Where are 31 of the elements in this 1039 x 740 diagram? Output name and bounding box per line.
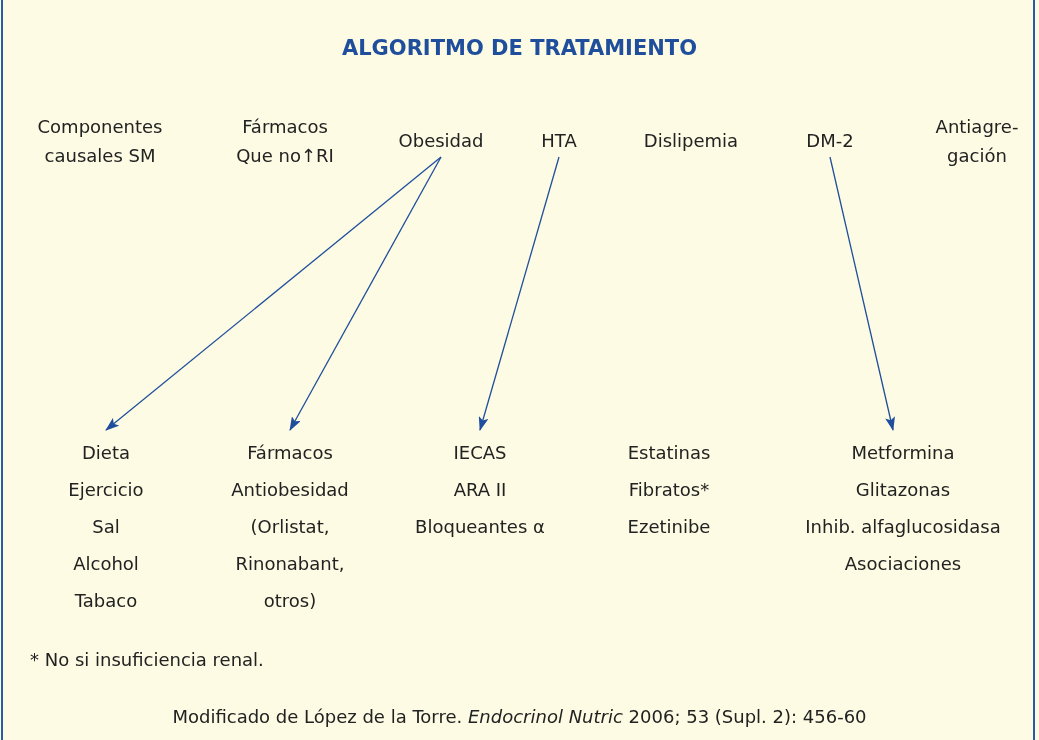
list-item: ARA II: [452, 478, 508, 502]
footnote: * No si insuficiencia renal.: [30, 648, 264, 672]
list-item: IECAS: [452, 441, 508, 465]
list-item: Fármacos Antiobesidad: [230, 441, 350, 502]
title: ALGORITMO DE TRATAMIENTO: [340, 35, 699, 62]
list-item: Fibratos*: [627, 478, 711, 502]
list-item: Glitazonas: [854, 478, 952, 502]
node-label: Fármacos Que no↑RI: [225, 112, 345, 170]
arrow: [289, 156, 442, 431]
list-item: Bloqueantes α: [415, 515, 545, 539]
node-label: Obesidad: [398, 126, 484, 155]
list-item: Inhib. alfaglucosidasa: [805, 515, 1001, 539]
arrow: [478, 156, 560, 431]
list-item: Estatinas: [627, 441, 711, 465]
node-label: Dislipemia: [643, 126, 739, 155]
node-label: Componentes causales SM: [25, 112, 175, 170]
list-item: Ezetinibe: [627, 515, 711, 539]
arrow: [105, 156, 442, 431]
list-item: Alcohol: [72, 552, 140, 576]
list-item: Dieta: [81, 441, 131, 465]
list-item: Asociaciones: [843, 552, 963, 576]
node-label: HTA: [541, 126, 577, 155]
node-label: DM-2: [806, 126, 854, 155]
caption: Modificado de López de la Torre. Endocrinol Nutric 2006; 53 (Supl. 2): 456-60: [171, 705, 868, 729]
list-item: Metformina: [850, 441, 956, 465]
arrow: [829, 156, 895, 431]
list-item: (Orlistat, Rinonabant, otros): [234, 515, 346, 613]
list-item: Sal: [91, 515, 121, 539]
node-label: Antiagre-gación: [927, 112, 1027, 170]
list-item: Ejercicio: [68, 478, 144, 502]
list-item: Tabaco: [73, 589, 139, 613]
